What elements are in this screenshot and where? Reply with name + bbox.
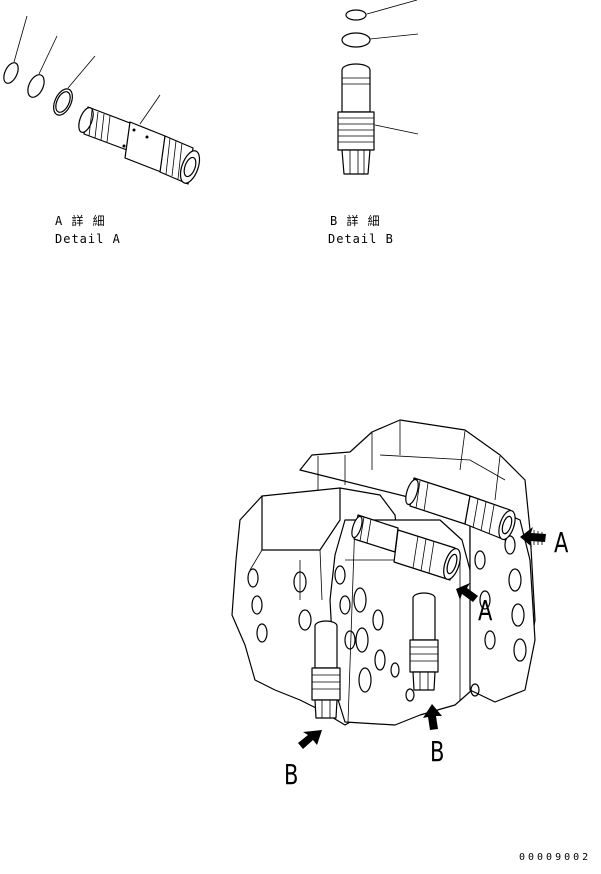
detail-a-drawing: [3, 15, 201, 185]
installed-spool-a-lower: [351, 514, 461, 581]
detail-b-spool: [337, 63, 375, 175]
arrow-a-upper: [520, 527, 546, 547]
o-ring-2: [27, 74, 45, 98]
detail-a-label-jp: A 詳 細: [55, 214, 106, 228]
o-ring-b1: [345, 9, 367, 21]
detail-b-drawing: [337, 0, 419, 175]
leader-line-a2: [38, 35, 58, 75]
detail-a-label-en: Detail A: [55, 232, 121, 246]
main-valve-assembly: [231, 419, 536, 726]
leader-line-a3: [67, 55, 96, 89]
o-ring-b2: [341, 32, 371, 48]
o-ring-3-outer: [53, 88, 73, 116]
valve-port-holes: [247, 535, 527, 702]
callout-b-left: B: [284, 758, 299, 791]
leader-line-b3: [374, 124, 419, 135]
leader-line-b1: [366, 0, 418, 15]
callout-a-lower: A: [478, 594, 493, 627]
installed-spool-b-right: [409, 592, 439, 691]
installed-spool-b-left: [311, 620, 341, 719]
leader-line-a4: [139, 94, 161, 125]
leader-line-a1: [13, 15, 28, 63]
detail-b-label-jp: B 詳 細: [330, 214, 381, 228]
arrow-b-left: [298, 730, 322, 749]
o-ring-3-inner: [55, 91, 71, 113]
arrow-a-lower: [456, 583, 478, 602]
leader-line-b2: [369, 33, 419, 40]
detail-b-label-en: Detail B: [328, 232, 394, 246]
drawing-code: 00009002: [519, 852, 592, 863]
o-ring-1: [3, 62, 19, 84]
detail-a-spool: [78, 106, 201, 185]
callout-a-upper: A: [554, 526, 569, 559]
callout-b-right: B: [430, 735, 445, 768]
installed-spool-a-upper: [405, 477, 516, 541]
arrow-b-right: [423, 704, 442, 730]
